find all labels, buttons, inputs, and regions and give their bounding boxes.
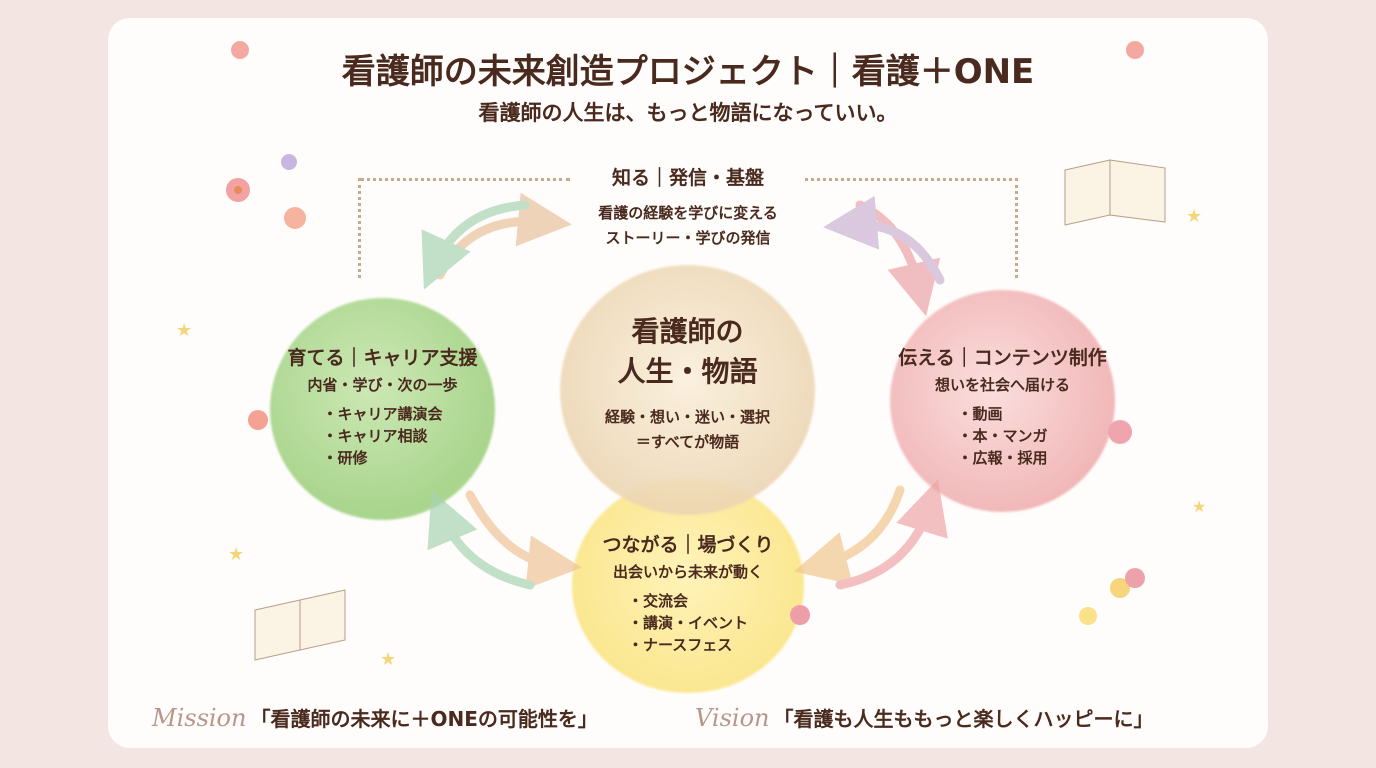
arrow-top-right-back [823,195,945,285]
dotted-connector-left-vertical [358,178,361,278]
svg-text:★: ★ [1186,206,1202,227]
center-line-1: 経験・想い・迷い・選択 [604,408,770,426]
list-item: ・本・マンガ [957,427,1048,445]
node-know-line-2: ストーリー・学びの発信 [605,229,771,247]
node-connect: つながる｜場づくり 出会いから未来が動く ・交流会 ・講演・イベント ・ナースフ… [572,530,804,656]
arrow-bottom-right-back [835,479,948,590]
node-convey-sub: 想いを社会へ届ける [934,376,1070,394]
center-line-2: ＝すべてが物語 [635,433,740,451]
arrow-bottom-left-back [427,490,535,590]
vision-text: 「看護も人生ももっと楽しくハッピーに」 [773,707,1154,731]
mission-label: Mission [152,704,247,732]
list-item: ・キャリア講演会 [322,405,443,423]
vision-label: Vision [695,704,770,732]
list-item: ・交流会 [627,592,688,610]
vision-statement: Vision「看護も人生ももっと楽しくハッピーに」 [695,703,1153,732]
circle-green [270,298,495,520]
arrow-bottom-left [465,490,582,590]
node-know-heading: 知る｜発信・基盤 [611,167,764,189]
book-icons [254,159,1166,661]
list-item: ・動画 [957,405,1003,423]
list-item: ・講演・イベント [627,614,748,632]
node-connect-heading: つながる｜場づくり [602,534,774,556]
node-know: 知る｜発信・基盤 看護の経験を学びに変える ストーリー・学びの発信 [560,163,816,248]
svg-text:★: ★ [380,649,396,670]
flower-icons [226,41,1145,625]
node-convey: 伝える｜コンテンツ制作 想いを社会へ届ける ・動画 ・本・マンガ ・広報・採用 [870,343,1135,469]
dotted-connector-left [360,178,570,181]
mission-statement: Mission「看護師の未来に＋ONEの可能性を」 [152,703,598,732]
node-grow-sub: 内省・学び・次の一歩 [307,376,458,394]
mission-text: 「看護師の未来に＋ONEの可能性を」 [250,707,598,731]
circle-beige [560,265,815,515]
star-icons: ★ ★ ★ ★ ★ [176,206,1206,670]
center-title-1: 看護師の [631,315,744,348]
svg-text:★: ★ [176,320,192,341]
node-convey-heading: 伝える｜コンテンツ制作 [898,347,1107,369]
svg-text:★: ★ [228,544,244,565]
center-title-2: 人生・物語 [617,355,758,388]
list-item: ・研修 [322,449,368,467]
cycle-arrows [421,192,948,590]
list-item: ・ナースフェス [627,636,733,654]
svg-text:★: ★ [1192,497,1206,516]
node-convey-list: ・動画 ・本・マンガ ・広報・採用 [957,403,1047,469]
list-item: ・キャリア相談 [322,427,428,445]
dotted-connector-right [805,178,1018,181]
circle-pink [890,290,1115,512]
page-subtitle: 看護師の人生は、もっと物語になっていい。 [478,101,898,125]
page-title: 看護師の未来創造プロジェクト｜看護＋ONE [341,52,1035,92]
dotted-connector-right-vertical [1015,178,1018,278]
node-grow: 育てる｜キャリア支援 内省・学び・次の一歩 ・キャリア講演会 ・キャリア相談 ・… [250,343,515,469]
arrow-top-left-back [421,200,530,290]
node-connect-list: ・交流会 ・講演・イベント ・ナースフェス [628,590,748,656]
node-know-line-1: 看護の経験を学びに変える [598,204,778,222]
node-connect-sub: 出会いから未来が動く [612,563,763,581]
list-item: ・広報・採用 [957,449,1048,467]
node-grow-list: ・キャリア講演会 ・キャリア相談 ・研修 [322,403,442,469]
node-center: 看護師の 人生・物語 経験・想い・迷い・選択 ＝すべてが物語 [560,312,815,452]
arrow-bottom-right [793,485,905,585]
node-grow-heading: 育てる｜キャリア支援 [287,347,478,369]
